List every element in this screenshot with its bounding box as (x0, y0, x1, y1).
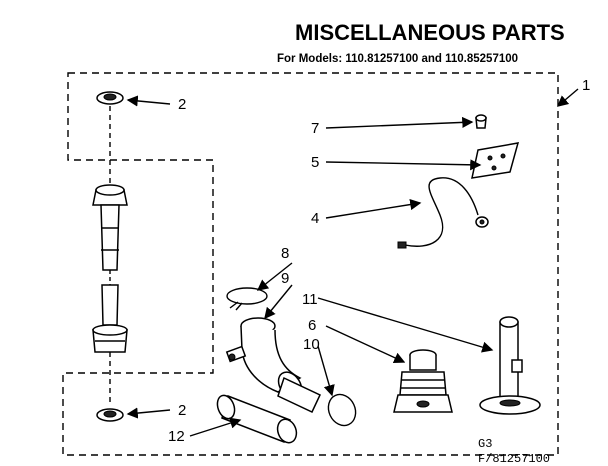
ground-wire-part (397, 177, 489, 249)
bellows-part (393, 349, 453, 413)
callout-12: 12 (168, 428, 185, 445)
page-title: MISCELLANEOUS PARTS (295, 20, 565, 45)
hose-clamp-top (226, 287, 268, 311)
callout-10: 10 (303, 336, 320, 353)
screw-part (475, 114, 487, 129)
leg-shaft-lower (101, 284, 119, 326)
model-numbers: For Models: 110.81257100 and 110.8525710… (277, 53, 518, 65)
footer-part-code: F/81257100 (478, 452, 550, 466)
footer-g3: G3 (478, 437, 492, 451)
callout-11: 11 (302, 291, 318, 308)
callout-6: 6 (308, 317, 316, 334)
drain-hose-part (216, 394, 298, 444)
hose-clamp-bottom (277, 376, 357, 427)
bracket-part (471, 142, 520, 179)
leg-shaft-upper (100, 204, 120, 271)
callout-8: 8 (281, 245, 289, 262)
leveling-leg-assembly (92, 91, 128, 422)
callout-7: 7 (311, 120, 319, 137)
assembly-outline (62, 72, 559, 456)
callout-4: 4 (311, 210, 319, 227)
callout-9: 9 (281, 270, 289, 287)
callout-1: 1 (582, 77, 590, 94)
callout-2-top: 2 (178, 96, 186, 113)
callout-5: 5 (311, 154, 319, 171)
callout-2-bottom: 2 (178, 402, 186, 419)
leveling-leg-part (479, 316, 541, 415)
